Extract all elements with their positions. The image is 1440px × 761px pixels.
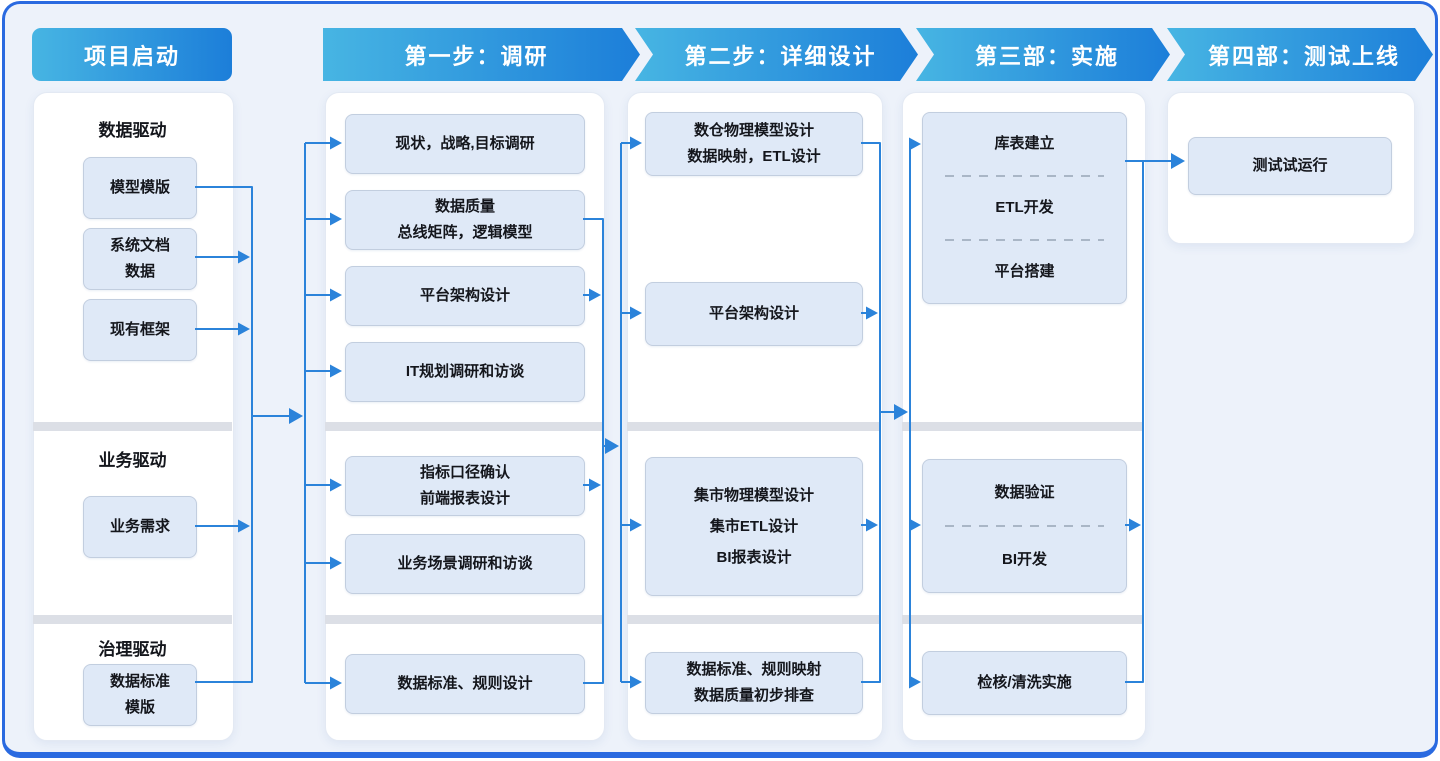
stage-header-label: 第三部：实施: [974, 43, 1119, 69]
node-existing-framework: 现有框架: [83, 299, 197, 361]
node-label: 业务场景调研和访谈: [397, 555, 533, 572]
node-check-clean-implementation: 检核/清洗实施: [922, 651, 1127, 715]
node-test-trial-run: 测试试运行: [1188, 137, 1392, 195]
node-metric-caliber-confirm-report-design: 指标口径确认 前端报表设计: [345, 456, 585, 516]
node-label: 数据质量初步排查: [693, 687, 814, 704]
stage-header-label: 第二步：详细设计: [684, 43, 877, 69]
node-label: 数仓物理模型设计: [693, 122, 814, 139]
node-label: BI开发: [1001, 550, 1047, 568]
node-label: 测试试运行: [1252, 157, 1328, 174]
node-label: IT规划调研和访谈: [405, 363, 525, 380]
node-label: 业务需求: [109, 518, 170, 535]
section-divider: [33, 615, 232, 624]
section-title-governance-driven: 治理驱动: [98, 640, 167, 659]
node-label: 总线矩阵，逻辑模型: [397, 224, 533, 241]
node-business-requirement: 业务需求: [83, 496, 197, 558]
node-data-standard-rule-mapping: 数据标准、规则映射 数据质量初步排查: [645, 652, 863, 714]
node-data-standard-rule-design: 数据标准、规则设计: [345, 654, 585, 714]
node-data-validation-bi-dev: 数据验证 BI开发: [922, 459, 1127, 593]
dashed-separator: [945, 239, 1104, 241]
stage-header-step4: 第四部：测试上线: [1167, 28, 1433, 81]
node-label: 平台架构设计: [708, 305, 799, 322]
stage-header-label: 项目启动: [83, 43, 180, 69]
dashed-separator: [945, 525, 1104, 527]
node-label: 集市物理模型设计: [693, 487, 814, 504]
node-label: 数据验证: [994, 483, 1055, 501]
node-business-scenario-research-interview: 业务场景调研和访谈: [345, 534, 585, 594]
node-label: 数据标准: [109, 673, 170, 690]
section-title-data-driven: 数据驱动: [98, 121, 167, 140]
node-label: 指标口径确认: [419, 464, 510, 481]
node-label: 数据质量: [434, 198, 495, 215]
node-label: BI报表设计: [716, 549, 792, 566]
stage-header-label: 第四部：测试上线: [1207, 43, 1400, 69]
stage-header-label: 第一步：调研: [404, 43, 549, 69]
node-status-strategy-goal-research: 现状，战略,目标调研: [345, 114, 585, 174]
stage-header-step2: 第二步：详细设计: [635, 28, 918, 81]
node-model-template: 模型模版: [83, 157, 197, 219]
node-mart-physical-model-etl-bi-design: 集市物理模型设计 集市ETL设计 BI报表设计: [645, 457, 863, 596]
node-label: 现有框架: [109, 321, 170, 338]
section-divider: [325, 422, 603, 431]
stage-card-step2: [627, 92, 883, 741]
section-divider: [627, 422, 881, 431]
node-label: 数据标准、规则设计: [397, 675, 533, 692]
node-label: 数据标准、规则映射: [686, 661, 822, 678]
node-label: 现状，战略,目标调研: [395, 135, 535, 152]
node-label: 数据映射，ETL设计: [687, 148, 821, 165]
node-label: ETL开发: [995, 199, 1054, 216]
node-label: 模型模版: [109, 179, 170, 196]
node-label: 检核/清洗实施: [977, 674, 1072, 691]
node-label: 前端报表设计: [419, 490, 510, 507]
node-label: 库表建立: [994, 135, 1055, 152]
section-title-business-driven: 业务驱动: [98, 451, 167, 470]
node-it-planning-research-interview: IT规划调研和访谈: [345, 342, 585, 402]
stage-header-step3: 第三部：实施: [916, 28, 1170, 81]
section-divider: [33, 422, 232, 431]
node-table-build-etl-dev-platform: 库表建立 ETL开发 平台搭建: [922, 112, 1127, 304]
node-data-standard-template: 数据标准 模版: [83, 664, 197, 726]
node-label: 平台搭建: [994, 263, 1055, 280]
node-label: 数据: [124, 263, 155, 280]
node-data-quality-bus-matrix: 数据质量 总线矩阵，逻辑模型: [345, 190, 585, 250]
node-platform-architecture-design-research: 平台架构设计: [345, 266, 585, 326]
node-label: 平台架构设计: [419, 287, 510, 304]
node-dw-physical-model-design: 数仓物理模型设计 数据映射，ETL设计: [645, 112, 863, 176]
node-label: 集市ETL设计: [709, 518, 799, 535]
node-system-doc-data: 系统文档 数据: [83, 228, 197, 290]
stage-header-launch: 项目启动: [32, 28, 232, 81]
dashed-separator: [945, 175, 1104, 177]
section-divider: [627, 615, 881, 624]
section-divider: [902, 422, 1144, 431]
section-divider: [902, 615, 1144, 624]
node-label: 系统文档: [109, 237, 170, 254]
section-divider: [325, 615, 603, 624]
node-platform-architecture-design-detail: 平台架构设计: [645, 282, 863, 346]
node-label: 模版: [124, 699, 155, 716]
stage-header-step1: 第一步：调研: [323, 28, 640, 81]
